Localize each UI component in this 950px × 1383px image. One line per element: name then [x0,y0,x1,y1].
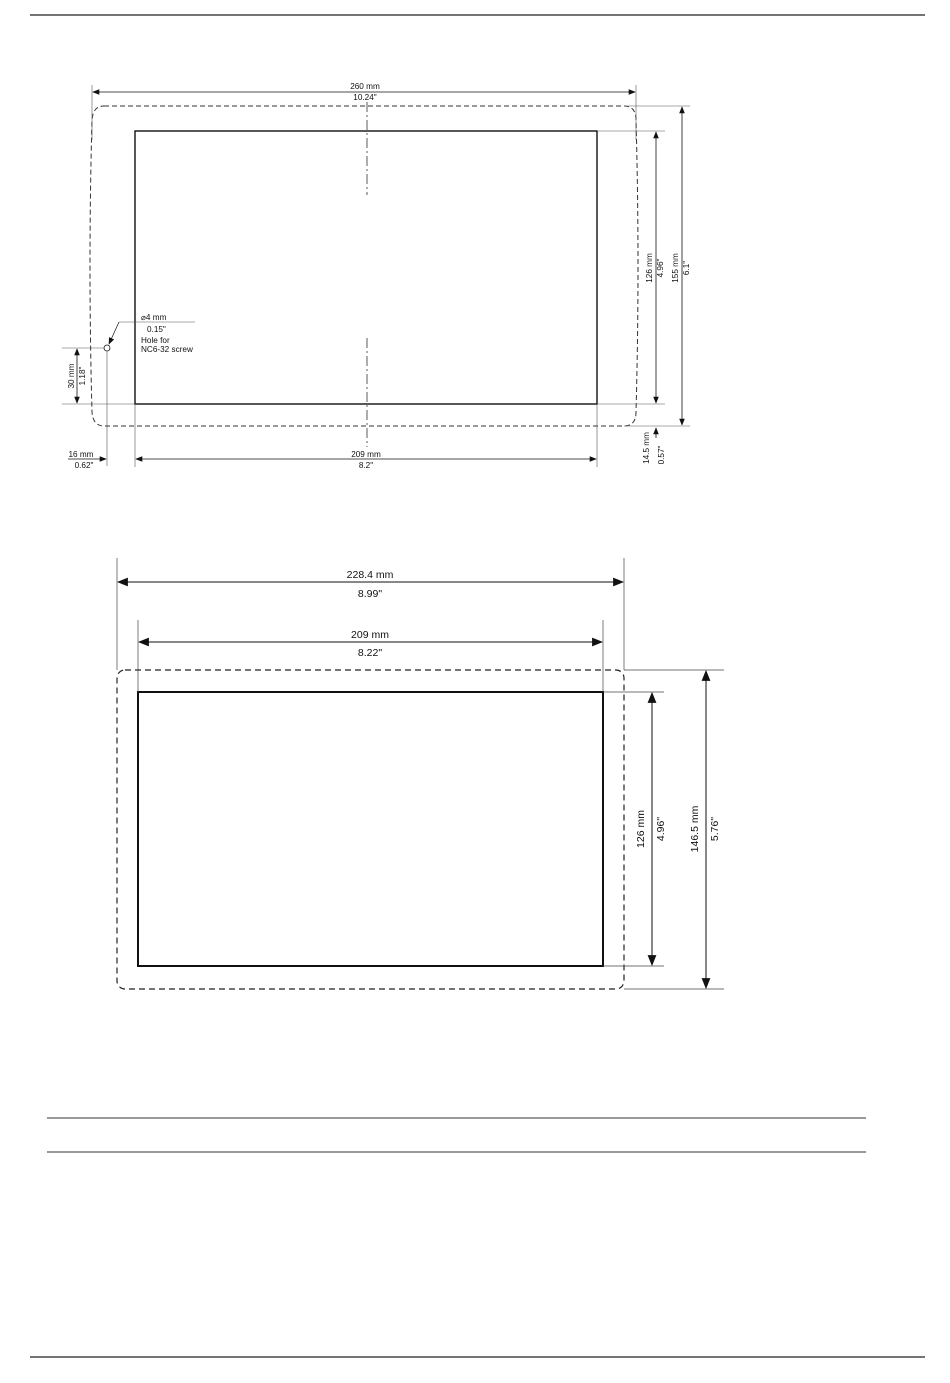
outer-height-mm-1: 155 mm [671,253,680,283]
drawing-1: 260 mm 10.24" 126 mm 4.96" 155 mm 6.1" 1… [62,82,691,470]
hole-offset-in: 0.62" [75,461,94,470]
outer2-height-in: 5.76" [709,817,721,841]
width2-in-label: 8.99" [358,588,382,600]
screw-leader [109,322,119,344]
hole-note-2: NC6-32 screw [141,345,193,354]
hole-dia-in: 0.15" [147,325,166,334]
cutout-height-mm-1: 126 mm [645,253,654,283]
bottom-offset-mm: 14.5 mm [642,432,651,464]
outer-height-in-1: 6.1" [682,261,691,275]
hole-note-1: Hole for [141,336,170,345]
cutout-rect-2 [138,692,603,966]
hole-dia-mm: ⌀4 mm [141,313,167,322]
cutout2-height-in: 4.96" [655,817,667,841]
cutout2-height-mm: 126 mm [635,810,647,848]
outer2-height-mm: 146.5 mm [689,805,701,852]
cutout-height-in-1: 4.96" [656,258,665,277]
cutout2-width-mm: 209 mm [351,629,389,641]
hole-offset-mm: 16 mm [68,450,93,459]
cutout-width-mm-1: 209 mm [351,450,381,459]
cutout2-width-in: 8.22" [358,647,382,659]
screw-hole [104,345,110,351]
bottom-offset-in: 0.57" [657,445,666,464]
bezel-outline-2 [117,670,624,989]
cutout-width-in-1: 8.2" [359,461,373,470]
cutout-rect-1 [135,131,597,404]
hole-vertical-in: 1.18" [78,366,87,385]
width-in-label: 10.24" [353,93,376,102]
width2-mm-label: 228.4 mm [347,569,394,581]
width-mm-label: 260 mm [350,82,380,91]
drawing-2: 228.4 mm 8.99" 209 mm 8.22" 126 mm 4.96"… [117,558,724,989]
bezel-outline-1 [90,106,638,426]
hole-vertical-mm: 30 mm [67,363,76,388]
